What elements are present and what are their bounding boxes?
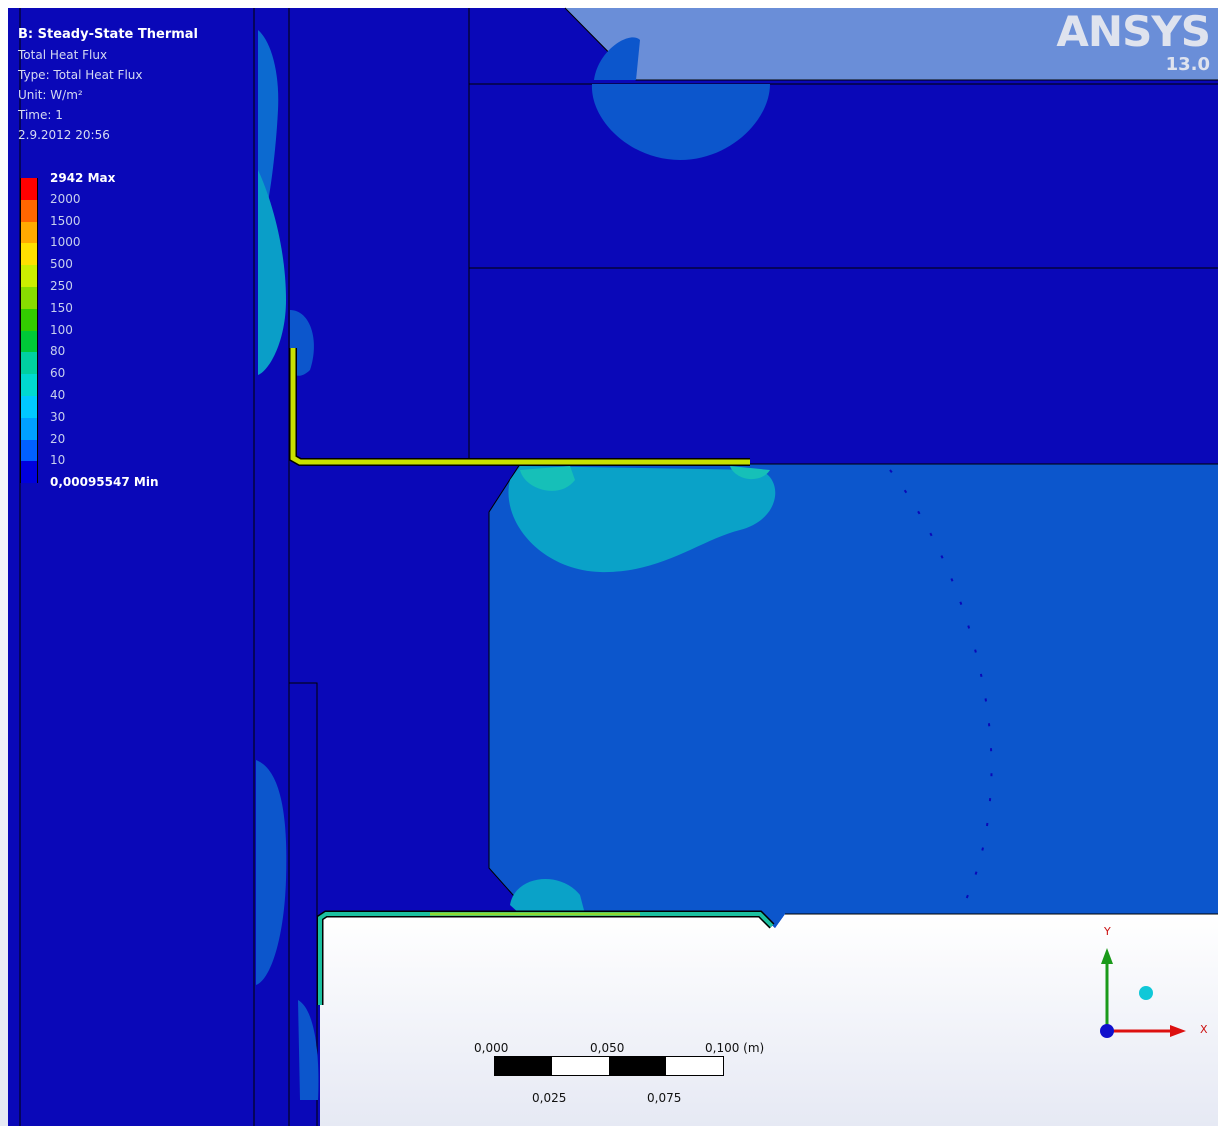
bracket-upper: [290, 348, 750, 465]
iso-view-ball: [1139, 986, 1153, 1000]
legend-min-label: 0,00095547 Min: [50, 475, 159, 490]
flux-patch: [258, 30, 279, 230]
legend-level-label: 500: [50, 257, 73, 272]
legend-swatch: [20, 308, 38, 331]
flux-patch: [256, 760, 287, 985]
legend-level-label: 250: [50, 279, 73, 293]
z-axis-dot: [1100, 1024, 1114, 1038]
result-name: Total Heat Flux: [18, 48, 108, 62]
y-axis-label: Y: [1104, 925, 1111, 938]
x-axis-label: X: [1200, 1023, 1208, 1036]
legend-level-label: 1500: [50, 213, 81, 228]
scale-label-100: 0,100 (m): [705, 1041, 765, 1055]
legend-level-label: 60: [50, 366, 66, 381]
legend-swatch: [20, 439, 38, 462]
lower-right-block: [489, 464, 1218, 928]
legend-level-label: 40: [50, 388, 66, 402]
legend-swatch: [20, 178, 38, 200]
legend-level-label: 100: [50, 322, 73, 337]
result-time: Time: 1: [18, 108, 63, 122]
legend-level-label: 20: [50, 431, 66, 446]
legend-swatch: [20, 461, 38, 484]
scale-label-0: 0,000: [474, 1041, 509, 1055]
ansys-logo: ANSYS 13.0: [1056, 7, 1211, 76]
legend-level-label: 80: [50, 344, 66, 359]
result-type: Type: Total Heat Flux: [18, 68, 143, 82]
legend-level-label: 150: [50, 300, 73, 315]
legend-swatch: [20, 374, 38, 396]
legend-swatch: [20, 330, 38, 353]
scale-label-050: 0,050: [590, 1041, 625, 1055]
legend-level-label: 1000: [50, 235, 81, 250]
scale-label-075: 0,075: [647, 1091, 682, 1105]
version-label: 13.0: [1165, 54, 1210, 75]
legend-swatch: [20, 287, 38, 309]
legend-swatch: [20, 265, 38, 287]
legend-swatch: [20, 243, 38, 266]
scale-label-025: 0,025: [532, 1091, 567, 1105]
top-plate: [565, 8, 1218, 80]
result-unit: Unit: W/m²: [18, 88, 83, 102]
analysis-title: B: Steady-State Thermal: [18, 27, 199, 42]
flux-blob: [508, 466, 776, 573]
result-header: B: Steady-State Thermal Total Heat Flux …: [18, 25, 198, 145]
bracket-lower: [318, 912, 774, 1005]
legend-level-label: 2000: [50, 191, 81, 206]
legend-level-label: 10: [50, 453, 66, 468]
empty-region: [320, 914, 1218, 1126]
legend-swatch: [20, 352, 38, 375]
result-date: 2.9.2012 20:56: [18, 128, 110, 142]
flux-patch: [258, 170, 286, 375]
legend-swatch: [20, 396, 38, 418]
legend-swatch: [20, 221, 38, 244]
legend-max-label: 2942 Max: [50, 171, 116, 185]
legend-level-label: 30: [50, 409, 66, 424]
legend-swatch: [20, 199, 38, 222]
legend-swatch: [20, 417, 38, 440]
